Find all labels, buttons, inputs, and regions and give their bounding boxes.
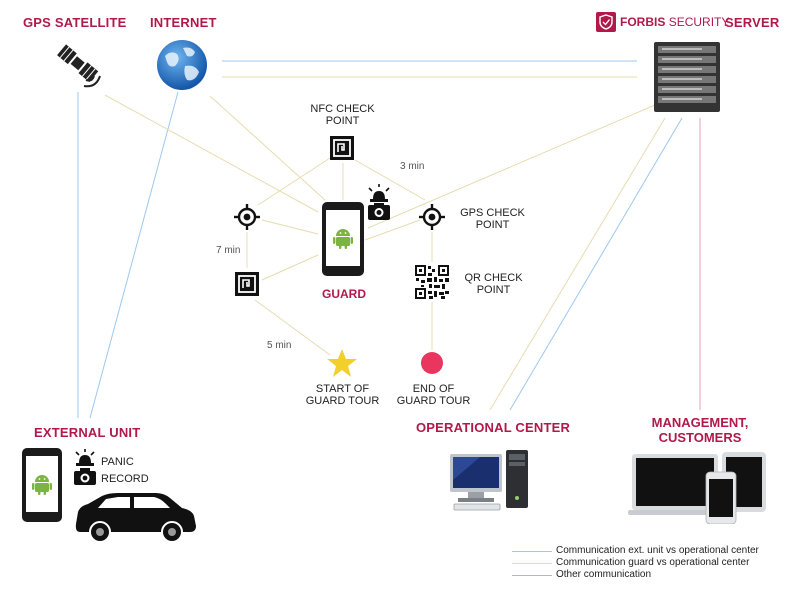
record-label: RECORD	[101, 473, 149, 485]
server-title: SERVER	[725, 15, 780, 30]
gps-label-line1: GPS CHECK	[460, 207, 525, 219]
management-title: MANAGEMENT, CUSTOMERS	[630, 415, 770, 445]
panic-label: PANIC	[101, 456, 134, 468]
operational-center-title: OPERATIONAL CENTER	[416, 420, 571, 435]
nfc-tag-icon	[329, 135, 355, 166]
satellite-guard-line	[104, 94, 319, 213]
gps-satellite-title: GPS SATELLITE	[23, 15, 127, 30]
qr-label-line1: QR CHECK	[464, 272, 523, 284]
management-title-line1: MANAGEMENT,	[651, 415, 749, 430]
legend-item-2: Communication guard vs operational cente…	[556, 557, 750, 568]
server-opcenter-line-2	[509, 117, 683, 411]
globe-icon	[155, 38, 209, 97]
legend-item-1: Communication ext. unit vs operational c…	[556, 545, 759, 556]
qr-label-line2: POINT	[476, 284, 511, 296]
brand-security: SECURITY	[668, 15, 730, 29]
start-label-line1: START OF	[315, 383, 370, 395]
record-camera-icon	[74, 468, 96, 491]
desktop-computer-icon	[450, 450, 532, 517]
gps-label-line2: POINT	[475, 219, 510, 231]
internet-guard-line	[209, 95, 326, 201]
server-guard-line	[367, 104, 656, 229]
start-label-line2: GUARD TOUR	[305, 395, 380, 407]
gps-target-icon-left	[233, 203, 261, 236]
nfc-tag-icon-2	[234, 271, 260, 302]
nfc-checkpoint-label: NFC CHECK POINT	[300, 103, 385, 127]
external-unit-title: EXTERNAL UNIT	[34, 425, 141, 440]
forbis-logo-icon	[596, 12, 616, 32]
management-title-line2: CUSTOMERS	[658, 430, 742, 445]
panic-siren-icon	[74, 449, 96, 472]
legend-swatch-3	[512, 575, 552, 576]
devices-icon	[628, 452, 768, 529]
start-star-icon	[326, 348, 358, 383]
internet-title: INTERNET	[150, 15, 217, 30]
time-5min: 5 min	[267, 340, 292, 351]
end-tour-label: END OF GUARD TOUR	[391, 383, 476, 407]
guard-phone-icon	[322, 202, 364, 276]
end-label-line2: GUARD TOUR	[396, 395, 471, 407]
time-3min: 3 min	[400, 161, 425, 172]
nfc-label-line1: NFC CHECK	[310, 103, 375, 115]
siren-camera-icon	[366, 184, 392, 227]
nfc-label-line2: POINT	[325, 115, 360, 127]
car-icon	[72, 490, 198, 549]
gps-target-icon-right	[418, 203, 446, 236]
guard-label: GUARD	[322, 287, 366, 301]
qr-checkpoint-label: QR CHECK POINT	[456, 272, 531, 296]
server-rack-icon	[648, 42, 726, 119]
qr-code-icon	[414, 264, 450, 305]
android-icon-ext	[32, 475, 52, 495]
brand-forbis: FORBIS	[620, 15, 666, 29]
legend-swatch-2	[512, 563, 552, 564]
server-opcenter-line-1	[489, 117, 666, 411]
time-7min: 7 min	[216, 245, 241, 256]
legend-item-3: Other communication	[556, 569, 652, 580]
brand-name: FORBIS SECURITY	[620, 15, 729, 29]
android-icon	[333, 229, 353, 249]
external-phone-icon	[22, 448, 62, 522]
gps-checkpoint-label: GPS CHECK POINT	[455, 207, 530, 231]
internet-extunit-line	[89, 91, 179, 419]
end-dot-icon	[421, 352, 443, 374]
satellite-icon	[48, 36, 106, 97]
start-tour-label: START OF GUARD TOUR	[300, 383, 385, 407]
end-label-line1: END OF	[412, 383, 455, 395]
legend-swatch-1	[512, 551, 552, 552]
